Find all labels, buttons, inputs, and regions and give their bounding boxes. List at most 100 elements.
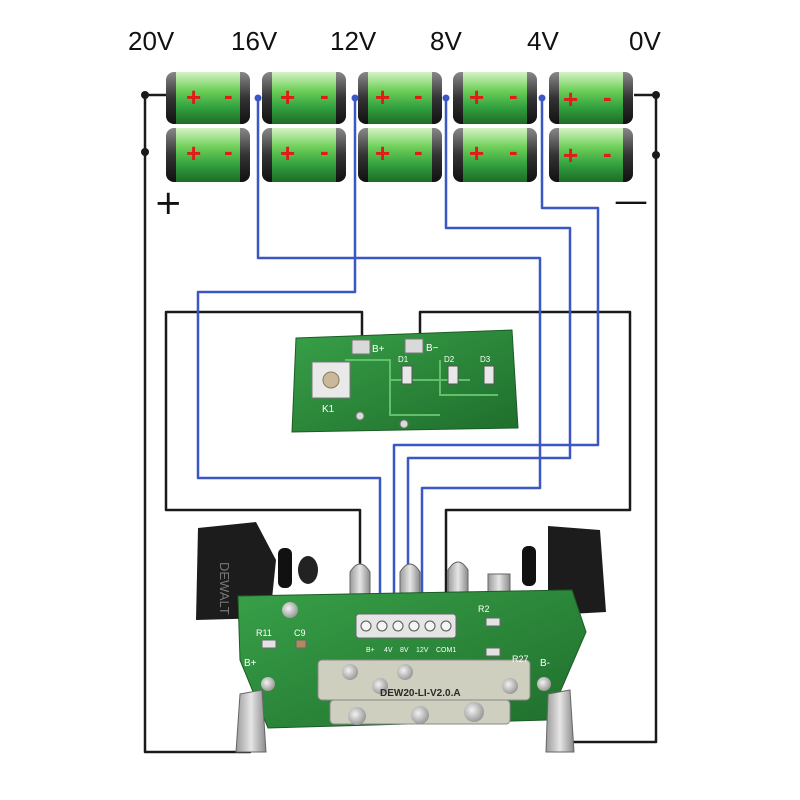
resistor-r2: [485, 617, 501, 627]
cell-2a: +-: [262, 72, 346, 124]
cell-plus-sign: +: [375, 138, 390, 168]
cell-4b: +-: [453, 128, 537, 182]
solder-joint: [282, 602, 298, 618]
pack-negative-sign: —: [614, 181, 648, 221]
cell-4a: +-: [453, 72, 537, 124]
silk-connector-12v: 12V: [416, 647, 429, 654]
cell-minus-sign: -: [414, 80, 423, 110]
voltage-label-12v: 12V: [330, 26, 377, 56]
switch-k1-label: K1: [322, 404, 335, 415]
header-pin: [424, 620, 436, 632]
cell-plus-sign: +: [469, 138, 484, 168]
cell-plus-sign: +: [563, 84, 578, 114]
cell-plus-sign: +: [375, 82, 390, 112]
led-d1: [401, 365, 413, 385]
solder-joint: [372, 678, 388, 694]
terminal-solder: [261, 677, 275, 691]
balance-wire-16v: [256, 98, 542, 625]
cell-2b: +-: [262, 128, 346, 182]
cell-5b: +-: [549, 128, 633, 182]
voltage-label-0v: 0V: [629, 26, 661, 56]
switch-k1-button: [322, 371, 340, 389]
silk-b-plus: B+: [244, 658, 257, 669]
pad-b-minus: [404, 338, 424, 354]
solder-joint: [342, 664, 358, 680]
b-plus-sense-wire: [164, 310, 364, 625]
cell-minus-sign: -: [603, 82, 612, 112]
cell-minus-sign: -: [509, 80, 518, 110]
balance-wire-4v: [392, 98, 600, 625]
header-pin: [440, 620, 452, 632]
solder-joint: [411, 706, 429, 724]
cell-minus-sign: -: [320, 136, 329, 166]
resistor-r27: [485, 647, 501, 657]
cell-3a: +-: [358, 72, 442, 124]
solder-joint: [502, 678, 518, 694]
balance-board: B+ B− K1 D1 D2 D3: [291, 329, 519, 433]
cell-minus-sign: -: [224, 80, 233, 110]
capacitor-c9: [295, 639, 307, 649]
component-post-left: [278, 548, 292, 588]
header-pin: [408, 620, 420, 632]
cell-5a: +-: [549, 72, 633, 124]
cell-minus-sign: -: [320, 80, 329, 110]
silk-connector-b-plus: B+: [366, 647, 375, 654]
solder-joint: [464, 702, 484, 722]
cell-plus-sign: +: [469, 82, 484, 112]
silk-connector-8v: 8V: [400, 647, 409, 654]
transistor: [298, 556, 318, 584]
pad-b-minus-label: B−: [426, 343, 439, 354]
led-d2: [447, 365, 459, 385]
component-post-right: [522, 546, 536, 586]
cell-plus-sign: +: [280, 82, 295, 112]
cell-3b: +-: [358, 128, 442, 182]
cell-plus-sign: +: [186, 82, 201, 112]
part-d3-label: D3: [480, 355, 491, 364]
cell-row-top: +- +- +- +- +-: [166, 72, 633, 124]
main-board-assembly: DEWALT: [196, 522, 606, 753]
silk-r11: R11: [256, 628, 272, 638]
part-d2-label: D2: [444, 355, 455, 364]
cell-row-bottom: +- +- +- +- +-: [166, 128, 633, 182]
cell-plus-sign: +: [563, 140, 578, 170]
voltage-label-4v: 4V: [527, 26, 559, 56]
pad-b-plus-label: B+: [372, 344, 385, 355]
pack-negative-wire: [565, 93, 658, 744]
connector-header: [355, 613, 457, 639]
terminal-solder: [537, 677, 551, 691]
terminal-negative: [545, 689, 575, 753]
balance-wire-8v: [406, 98, 572, 625]
blue-balance-wires: [196, 98, 600, 625]
cell-plus-sign: +: [280, 138, 295, 168]
silk-r27: R27: [512, 654, 529, 664]
cell-minus-sign: -: [509, 136, 518, 166]
pad-b-plus: [351, 339, 371, 355]
silk-connector-com1: COM1: [436, 647, 456, 654]
pack-positive-sign: +: [154, 183, 183, 223]
silk-c9: C9: [294, 628, 306, 638]
cell-1a: +-: [166, 72, 250, 124]
resistor-r11: [261, 639, 277, 649]
part-d1-label: D1: [398, 355, 409, 364]
junction-dots: [141, 91, 660, 159]
voltage-label-8v: 8V: [430, 26, 462, 56]
terminal-positive: [235, 689, 267, 753]
cell-plus-sign: +: [186, 138, 201, 168]
led-d3: [483, 365, 495, 385]
b-minus-sense-wire: [418, 310, 632, 625]
voltage-label-20v: 20V: [128, 26, 175, 56]
header-pin: [360, 620, 372, 632]
cell-minus-sign: -: [414, 136, 423, 166]
solder-joint: [397, 664, 413, 680]
cell-1b: +-: [166, 128, 250, 182]
balance-wire-12v: [196, 98, 382, 625]
header-pin: [392, 620, 404, 632]
silk-connector-4v: 4V: [384, 647, 393, 654]
solder-joint: [348, 707, 366, 725]
silk-b-minus: B-: [540, 658, 550, 669]
cell-minus-sign: -: [224, 136, 233, 166]
board-model-marking: DEW20-LI-V2.0.A: [380, 688, 461, 699]
header-pin: [376, 620, 388, 632]
